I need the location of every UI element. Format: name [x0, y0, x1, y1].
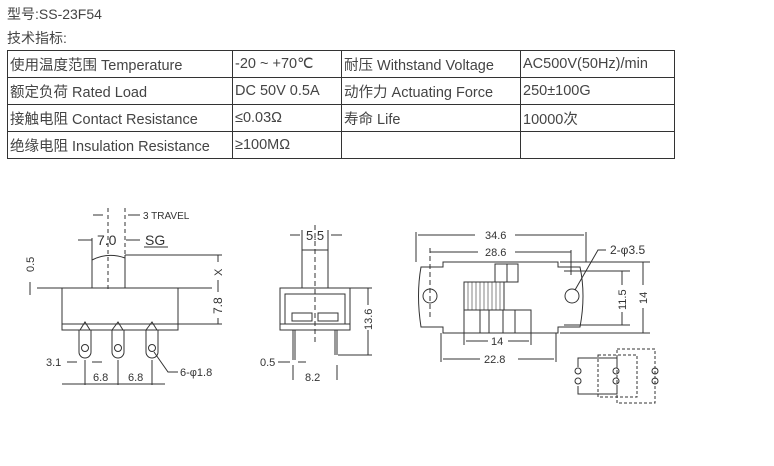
- dim-x: X: [213, 268, 225, 276]
- spec-value: AC500V(50Hz)/min: [520, 50, 675, 78]
- side-view: 5.5 13.6 0.5 8.2: [260, 225, 375, 384]
- dim-pitch-1: 6.8: [93, 372, 108, 384]
- dim-outer-height: 14: [638, 292, 650, 304]
- spec-label: 绝缘电阻 Insulation Resistance: [7, 131, 233, 159]
- spec-value: [520, 131, 675, 159]
- spec-value: ≤0.03Ω: [232, 104, 342, 132]
- label-sg: SG: [145, 232, 165, 248]
- dim-side-height: 13.6: [363, 309, 375, 330]
- spec-label: 接触电阻 Contact Resistance: [7, 104, 233, 132]
- dim-stem-width: 5.5: [306, 228, 324, 243]
- dim-slot: 14: [491, 336, 503, 348]
- front-view: 3 TRAVEL 7.0 SG 0.5 X 7.8 3.1 6.8 6.8 6-…: [25, 208, 225, 385]
- dim-body-length: 22.8: [484, 354, 505, 366]
- dim-pin-offset: 3.1: [46, 357, 61, 369]
- model-number: 型号:SS-23F54: [7, 6, 102, 22]
- dim-mount-spacing: 28.6: [485, 247, 506, 259]
- spec-label: 耐压 Withstand Voltage: [341, 50, 521, 78]
- spec-label: 使用温度范围 Temperature: [7, 50, 233, 78]
- dim-height: 7.8: [211, 297, 225, 314]
- spec-label: 额定负荷 Rated Load: [7, 77, 233, 105]
- dim-pin-holes: 6-φ1.8: [180, 367, 212, 379]
- dim-mount-holes: 2-φ3.5: [610, 243, 645, 257]
- dim-pin-span: 8.2: [305, 372, 320, 384]
- spec-value: 250±100G: [520, 77, 675, 105]
- spec-heading: 技术指标:: [7, 30, 67, 46]
- spec-value: DC 50V 0.5A: [232, 77, 342, 105]
- table-row: 绝缘电阻 Insulation Resistance≥100MΩ: [7, 131, 675, 159]
- spec-label: [341, 131, 521, 159]
- dim-pin-thickness: 0.5: [260, 357, 275, 369]
- dim-overall-length: 34.6: [485, 230, 506, 242]
- dim-knob-width: 7.0: [97, 232, 117, 248]
- dim-inner-height: 11.5: [617, 289, 629, 310]
- spec-value: ≥100MΩ: [232, 131, 342, 159]
- top-view: 34.6 28.6 2-φ3.5 11.5 14 14 22.8: [415, 230, 650, 366]
- spec-label: 动作力 Actuating Force: [341, 77, 521, 105]
- dim-pitch-2: 6.8: [128, 372, 143, 384]
- dim-flange: 0.5: [25, 257, 37, 272]
- dim-travel: 3 TRAVEL: [143, 211, 190, 222]
- pin-schematic: [574, 348, 659, 404]
